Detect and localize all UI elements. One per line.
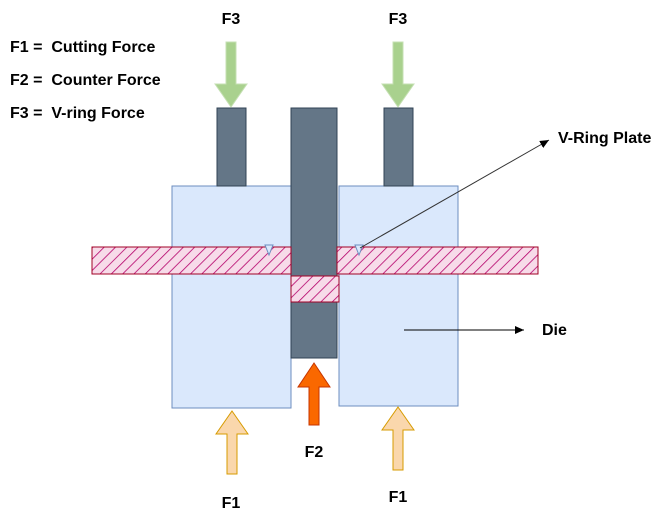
label-f2: F2: [305, 444, 324, 461]
f3-arrow-right: [381, 41, 415, 108]
label-die: Die: [542, 322, 567, 339]
legend-f3: F3 = V-ring Force: [10, 105, 145, 122]
vring-post-right: [383, 107, 414, 187]
f3-arrow-left: [214, 41, 248, 108]
f1-arrow-right: [381, 406, 415, 471]
f2-arrow: [297, 362, 331, 426]
die-left: [171, 185, 292, 409]
vring-plate-pointer: [359, 139, 550, 249]
label-f3-left: F3: [222, 11, 241, 28]
vring-marker-left: [264, 244, 274, 257]
label-f1-left: F1: [222, 495, 241, 512]
die-right: [338, 185, 459, 407]
vring-plate-right: [336, 246, 539, 275]
label-f3-right: F3: [389, 11, 408, 28]
vring-post-left: [216, 107, 247, 187]
label-vring-plate: V-Ring Plate: [558, 130, 651, 147]
blank-slug: [290, 275, 340, 303]
vring-plate-left: [91, 246, 292, 275]
label-f1-right: F1: [389, 489, 408, 506]
punch: [290, 107, 338, 359]
legend-f2: F2 = Counter Force: [10, 72, 161, 89]
legend-f1: F1 = Cutting Force: [10, 39, 156, 56]
f1-arrow-left: [215, 410, 249, 475]
